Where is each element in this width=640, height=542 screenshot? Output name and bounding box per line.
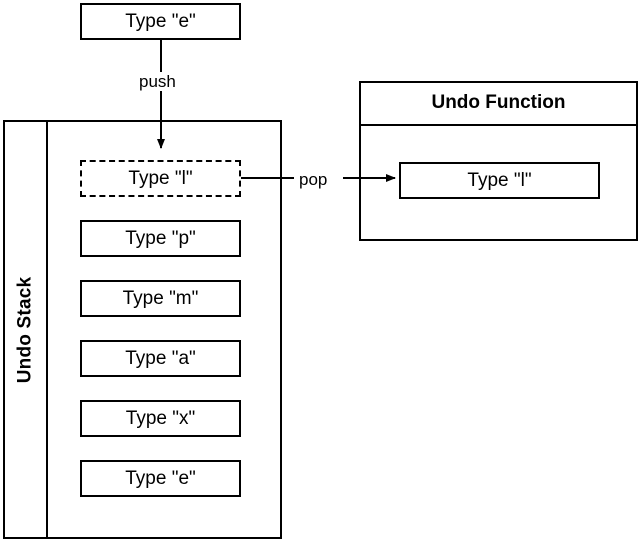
undo-function-title: Undo Function xyxy=(359,81,638,126)
undo-stack-label-rail xyxy=(3,120,48,539)
push-edge-label: push xyxy=(136,72,179,91)
stack-item[interactable]: Type "m" xyxy=(80,280,241,317)
pop-edge-label: pop xyxy=(296,170,331,189)
stack-top-item[interactable]: Type "l" xyxy=(80,160,241,197)
undo-function-panel xyxy=(359,81,638,241)
incoming-action-box[interactable]: Type "e" xyxy=(80,3,241,40)
stack-item[interactable]: Type "p" xyxy=(80,220,241,257)
stack-item[interactable]: Type "a" xyxy=(80,340,241,377)
stack-item-label: Type "p" xyxy=(125,228,196,249)
stack-item[interactable]: Type "e" xyxy=(80,460,241,497)
undo-function-title-text: Undo Function xyxy=(431,91,566,113)
stack-item-label: Type "a" xyxy=(125,348,196,369)
incoming-action-label: Type "e" xyxy=(125,11,196,32)
stack-item-label: Type "l" xyxy=(128,168,193,189)
stack-item[interactable]: Type "x" xyxy=(80,400,241,437)
stack-item-label: Type "m" xyxy=(122,288,199,309)
stack-item-label: Type "e" xyxy=(125,468,196,489)
stack-item-label: Type "x" xyxy=(125,408,196,429)
undo-function-action[interactable]: Type "l" xyxy=(399,162,600,199)
undo-function-action-label: Type "l" xyxy=(467,170,532,191)
